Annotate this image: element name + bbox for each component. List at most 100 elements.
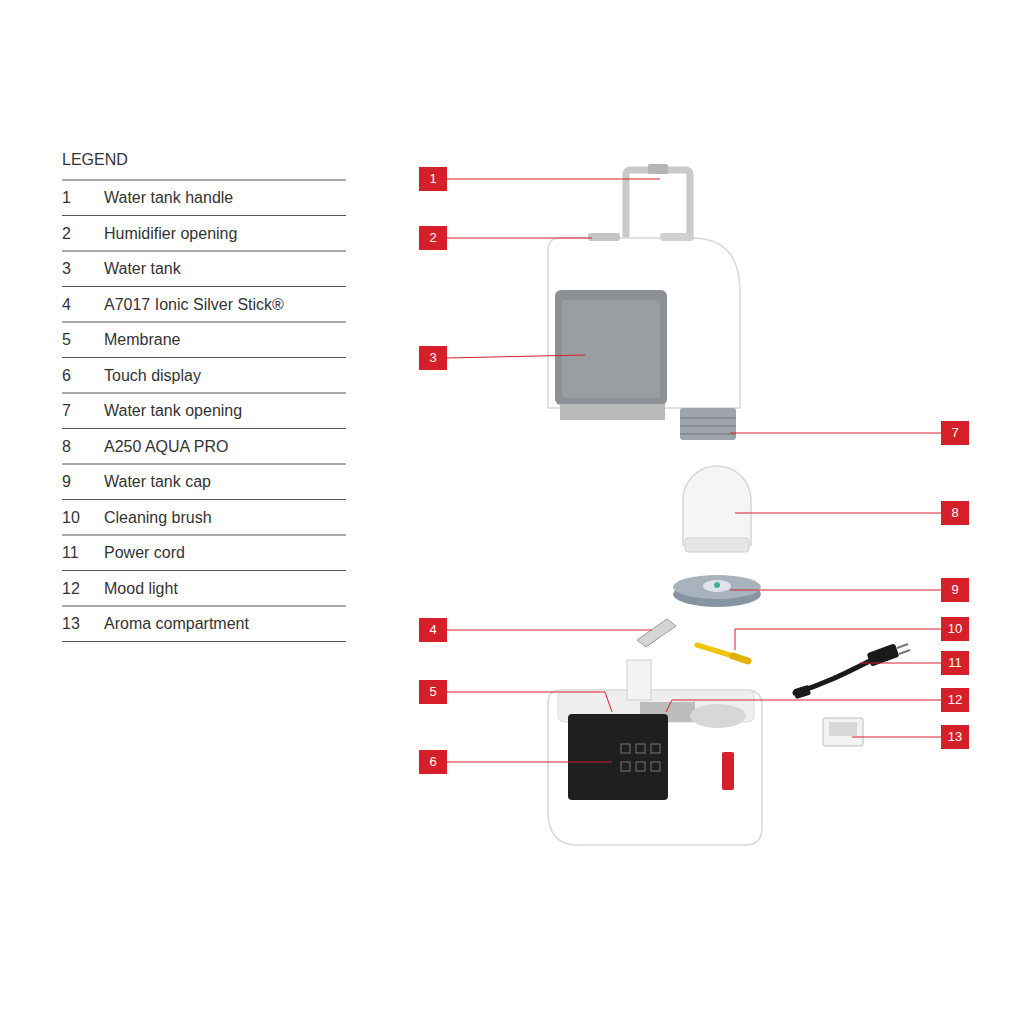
callout-number: 10 [941, 617, 969, 641]
legend-number: 4 [62, 295, 71, 315]
callout-box: 3 [419, 346, 447, 370]
callout-box: 11 [941, 651, 969, 675]
legend-text: A250 AQUA PRO [104, 437, 229, 457]
leader-line [735, 629, 941, 650]
legend-rules [62, 180, 346, 642]
legend-rule [62, 535, 346, 536]
callout-number: 3 [419, 346, 447, 370]
legend-number: 2 [62, 224, 71, 244]
leader-line [446, 179, 660, 180]
legend-text: Membrane [104, 330, 180, 350]
legend-number: 12 [62, 579, 80, 599]
leader-line [852, 737, 941, 738]
legend-rule [62, 464, 346, 465]
leader-line [446, 355, 585, 358]
cap-top [673, 575, 761, 599]
legend-number: 3 [62, 259, 71, 279]
leader-lines [446, 179, 941, 762]
legend-number: 9 [62, 472, 71, 492]
legend-text: Mood light [104, 579, 178, 599]
leader-line [860, 663, 941, 664]
legend-text: A7017 Ionic Silver Stick® [104, 295, 284, 315]
leader-line [446, 630, 652, 631]
brush-head [733, 656, 748, 661]
callout-number: 4 [419, 618, 447, 642]
display-icon [621, 762, 630, 771]
humidifier-opening [588, 233, 620, 241]
callout-box: 9 [941, 578, 969, 602]
legend-number: 10 [62, 508, 80, 528]
tank-body [548, 238, 740, 408]
leader-line [446, 692, 612, 712]
legend-heading: LEGEND [62, 150, 128, 170]
touch-display [568, 714, 668, 800]
legend-number: 8 [62, 437, 71, 457]
legend-rule [62, 357, 346, 358]
callout-number: 1 [419, 167, 447, 191]
legend-rule [62, 570, 346, 571]
legend-text: Touch display [104, 366, 201, 386]
tank-seat [690, 704, 746, 728]
cap-center [703, 580, 731, 592]
silver-stick [637, 619, 676, 647]
legend-rule [62, 286, 346, 287]
callout-box: 1 [419, 167, 447, 191]
legend-rule [62, 606, 346, 607]
display-icon [636, 744, 645, 753]
cartridge-body [683, 466, 751, 545]
tank-cap [673, 575, 761, 607]
legend-rule [62, 251, 346, 252]
plug-pin [897, 644, 908, 648]
callout-box: 7 [941, 421, 969, 445]
callout-box: 4 [419, 618, 447, 642]
legend-text: Humidifier opening [104, 224, 237, 244]
legend-text: Aroma compartment [104, 614, 249, 634]
callout-number: 5 [419, 680, 447, 704]
callout-number: 11 [941, 651, 969, 675]
callout-box: 2 [419, 226, 447, 250]
legend-text: Power cord [104, 543, 185, 563]
thread [680, 425, 736, 427]
legend-text: Water tank [104, 259, 181, 279]
aroma-compartment [823, 718, 863, 746]
brand-tag [722, 752, 734, 790]
legend-rule [62, 215, 346, 216]
base-body [548, 690, 762, 845]
legend-rule [62, 499, 346, 500]
callout-number: 6 [419, 750, 447, 774]
tank-handle [626, 170, 690, 242]
legend-number: 5 [62, 330, 71, 350]
callout-number: 7 [941, 421, 969, 445]
legend-rule [62, 180, 346, 181]
leader-line [730, 433, 941, 434]
callout-box: 13 [941, 725, 969, 749]
thread [680, 417, 736, 419]
callout-number: 9 [941, 578, 969, 602]
leader-line [446, 238, 592, 239]
thread [680, 433, 736, 435]
cap-valve [714, 582, 720, 588]
legend-rule [62, 393, 346, 394]
legend-number: 13 [62, 614, 80, 634]
legend-number: 1 [62, 188, 71, 208]
cord-connector [793, 685, 811, 699]
leader-line [735, 513, 941, 514]
legend-number: 7 [62, 401, 71, 421]
aroma-pad [829, 722, 857, 736]
display-icon [651, 744, 660, 753]
filter-cartridge [683, 466, 751, 552]
legend-text: Water tank cap [104, 472, 211, 492]
leader-line [730, 590, 941, 591]
leader-line [666, 700, 941, 712]
legend-text: Water tank opening [104, 401, 242, 421]
aroma-box [823, 718, 863, 746]
display-icon [621, 744, 630, 753]
callout-box: 12 [941, 688, 969, 712]
top-slot [660, 233, 694, 241]
callout-box: 5 [419, 680, 447, 704]
plug-pin [899, 650, 910, 654]
legend-number: 6 [62, 366, 71, 386]
tank-opening [680, 408, 736, 440]
legend-text: Cleaning brush [104, 508, 212, 528]
